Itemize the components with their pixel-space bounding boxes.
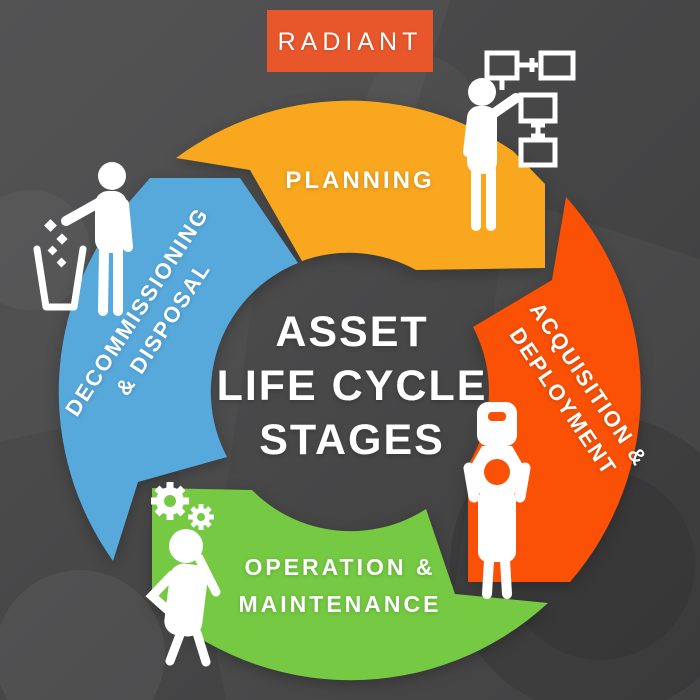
- brand-banner: RADIANT: [267, 10, 433, 72]
- person-flowchart-icon: [463, 50, 576, 231]
- label-planning: PLANNING: [285, 167, 435, 194]
- segment-planning: [176, 100, 545, 270]
- gear-small-icon: [188, 504, 214, 530]
- brand-banner-label: RADIANT: [277, 28, 423, 56]
- center-title-line3: STAGES: [259, 416, 445, 464]
- gear-icon: [151, 482, 189, 520]
- center-title: ASSET LIFE CYCLE STAGES: [217, 305, 488, 467]
- person-trash-icon: [33, 162, 133, 316]
- center-title-line1: ASSET: [275, 308, 429, 356]
- label-operation-maintenance: OPERATION & MAINTENANCE: [238, 554, 442, 617]
- person-gears-icon: [145, 482, 221, 667]
- center-title-line2: LIFE CYCLE: [216, 362, 488, 410]
- segment-operation-maintenance: [152, 488, 548, 681]
- person-hex-nut-icon: [463, 402, 531, 599]
